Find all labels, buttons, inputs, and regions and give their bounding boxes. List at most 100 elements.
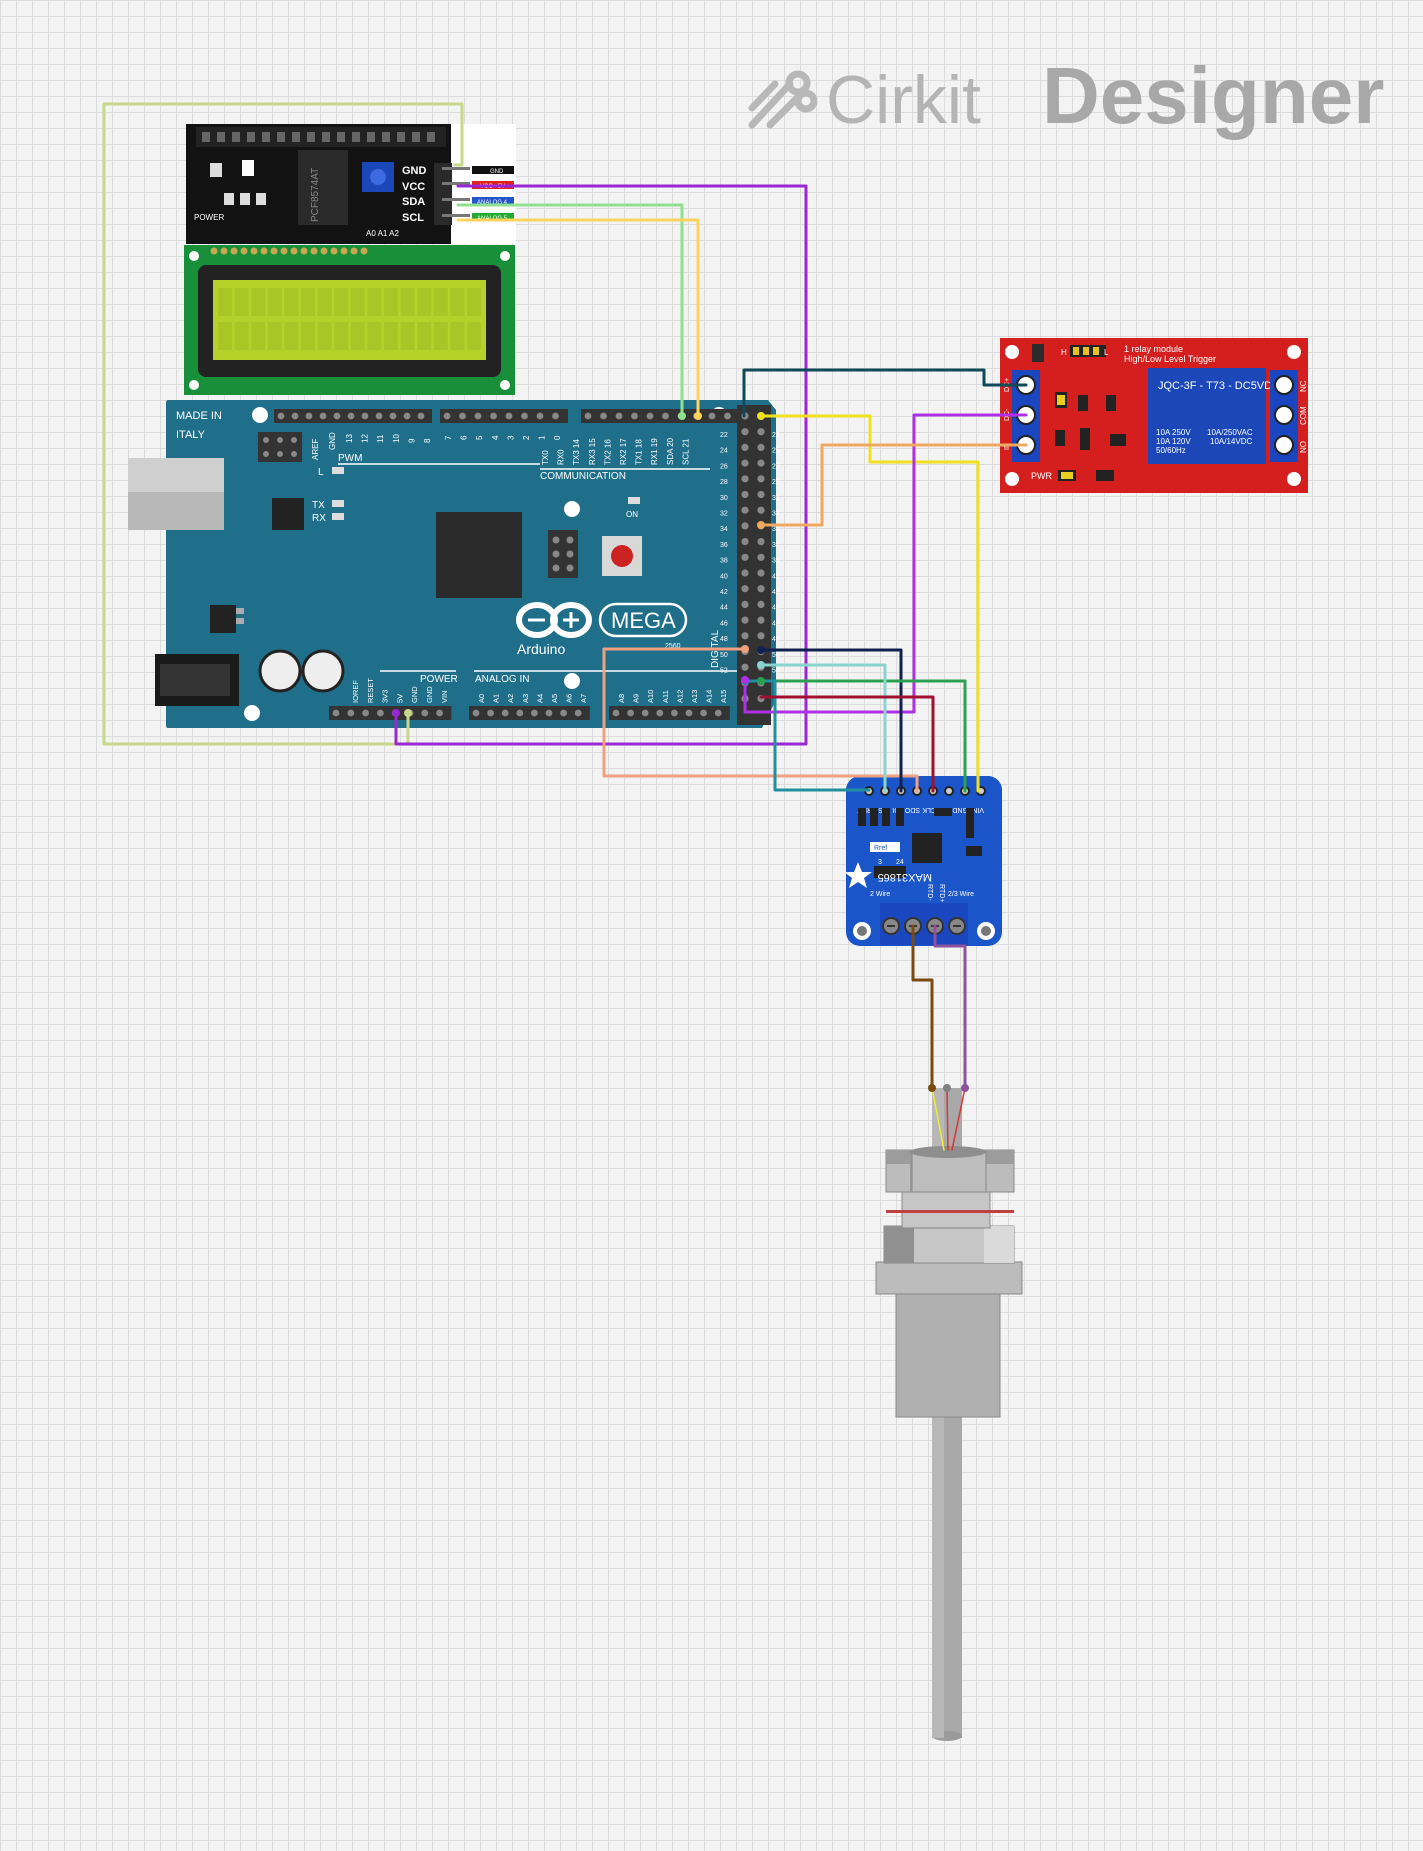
relay-model-label: JQC-3F - T73 - DC5VDC [1158, 380, 1280, 392]
lcd-cell [384, 288, 398, 316]
max-label-rtdminus: RTD- [926, 884, 933, 901]
pin-side: 27 [772, 463, 780, 470]
pin-power: IOREF [351, 680, 360, 703]
pin-power: VIN [440, 690, 449, 703]
chip-label: PCF8574AT [310, 168, 321, 222]
pin-side: 30 [720, 495, 728, 502]
header-power-hole [377, 709, 384, 717]
side-hole [741, 585, 749, 593]
pin-top2: 5 [475, 435, 484, 440]
i2c-pin-header [434, 163, 470, 225]
relay-label-com: COM [1299, 406, 1308, 425]
lcd-cells [218, 288, 481, 350]
pin-side: 43 [772, 589, 780, 596]
pin-side: 25 [772, 448, 780, 455]
pin-side: 51 [772, 652, 780, 659]
lcd-cell [467, 288, 481, 316]
i2c-pin-vcc: VCC [402, 181, 425, 193]
lcd-pin [220, 247, 228, 255]
side-hole [741, 538, 749, 546]
side-hole [741, 663, 749, 671]
side-hole [757, 616, 765, 624]
relay-label-no: NO [1299, 441, 1308, 453]
pt100-probe[interactable] [875, 1088, 1023, 1741]
side-hole [757, 632, 765, 640]
pin-comm: SDA 20 [666, 437, 675, 465]
lcd-cell [267, 322, 282, 350]
lcd-cell [301, 288, 315, 316]
rx-label: RX [312, 513, 326, 524]
pin-side: 28 [720, 479, 728, 486]
mega-label: MEGA [611, 608, 676, 633]
pcf-chip [298, 150, 348, 225]
wires [102, 102, 1028, 1151]
cirkit-logo: Cirkit Designer [748, 51, 1384, 140]
pin-side: 53 [772, 668, 780, 675]
arduino-mega[interactable]: MADE IN ITALY PWM COMMUNICATION L TX RX … [128, 400, 780, 728]
relay-module[interactable]: H L 1 relay module High/Low Level Trigge… [1000, 338, 1308, 493]
wire-end [678, 412, 686, 420]
max31865-board[interactable]: RDYCSSDISDOCLK3V3GNDVIN Rref 24 3 MAX318… [844, 776, 1002, 946]
max-label-3: 3 [878, 859, 882, 866]
wire-rtd-purple [933, 924, 967, 1090]
pin-analog: A5 [550, 694, 559, 703]
i2c-header-pin [397, 132, 405, 142]
pin-power: 3V3 [381, 690, 390, 703]
pwm-label: PWM [338, 453, 362, 464]
header-pwm-hole [333, 412, 341, 420]
relay-out-com[interactable] [1274, 405, 1294, 425]
tag-gnd: GND [490, 169, 504, 175]
side-hole [757, 506, 765, 514]
pin-side: 33 [772, 511, 780, 518]
lcd-cell [334, 288, 349, 316]
pin-top2: 4 [491, 435, 500, 440]
rating-right-1: 10A/14VDC [1210, 437, 1252, 446]
relay-out-nc[interactable] [1274, 375, 1294, 395]
pin-analog2: A15 [719, 690, 728, 703]
communication-label: COMMUNICATION [540, 471, 626, 482]
lcd-display[interactable] [184, 245, 515, 395]
lcd-pin [250, 247, 258, 255]
side-hole [757, 490, 765, 499]
adafruit-star-icon [844, 862, 872, 888]
side-hole [757, 600, 765, 609]
i2c-pin-gnd: GND [402, 165, 427, 177]
wire-end [757, 521, 765, 529]
pin-side: 37 [772, 542, 780, 549]
pin-comm: TX2 16 [603, 439, 612, 465]
i2c-header-pin [232, 132, 240, 142]
pin-top: 12 [361, 434, 370, 443]
lcd-pin [260, 247, 268, 255]
tag-analog4: ANALOG 4 [477, 200, 508, 206]
pin-analog: A0 [477, 694, 486, 703]
header-analog2-hole [656, 709, 664, 717]
pin-analog2: A12 [675, 690, 684, 703]
lcd-cell [301, 322, 315, 350]
header-digital-hole [474, 412, 482, 420]
side-hole [741, 632, 749, 640]
header-digital-hole [459, 412, 466, 420]
wire-end [694, 412, 702, 420]
pin-top: 10 [392, 434, 401, 443]
side-hole [757, 459, 765, 467]
wire-end [741, 676, 749, 684]
header-analog2-hole [700, 709, 707, 717]
header-analog2-hole [714, 709, 722, 717]
relay-out-no[interactable] [1274, 435, 1294, 455]
lcd-cell [218, 288, 232, 316]
wire-relay-dcminus [743, 413, 1028, 714]
lcd-cell [367, 322, 382, 350]
header-pwm-hole [361, 412, 369, 420]
i2c-header-pin [217, 132, 225, 142]
pin-analog2: A10 [646, 690, 655, 703]
pin-top: 8 [423, 438, 432, 443]
i2c-module[interactable]: PCF8574AT POWER A0 A1 A2 GND VCC SDA SCL… [186, 124, 516, 244]
lead-red [946, 1087, 949, 1151]
header-analog2-hole [671, 709, 678, 717]
pin-side: 32 [720, 511, 728, 518]
lcd-cell [317, 288, 332, 316]
lcd-cell [234, 322, 249, 350]
pin-side: 26 [720, 463, 728, 470]
pin-top2: 1 [538, 435, 547, 440]
